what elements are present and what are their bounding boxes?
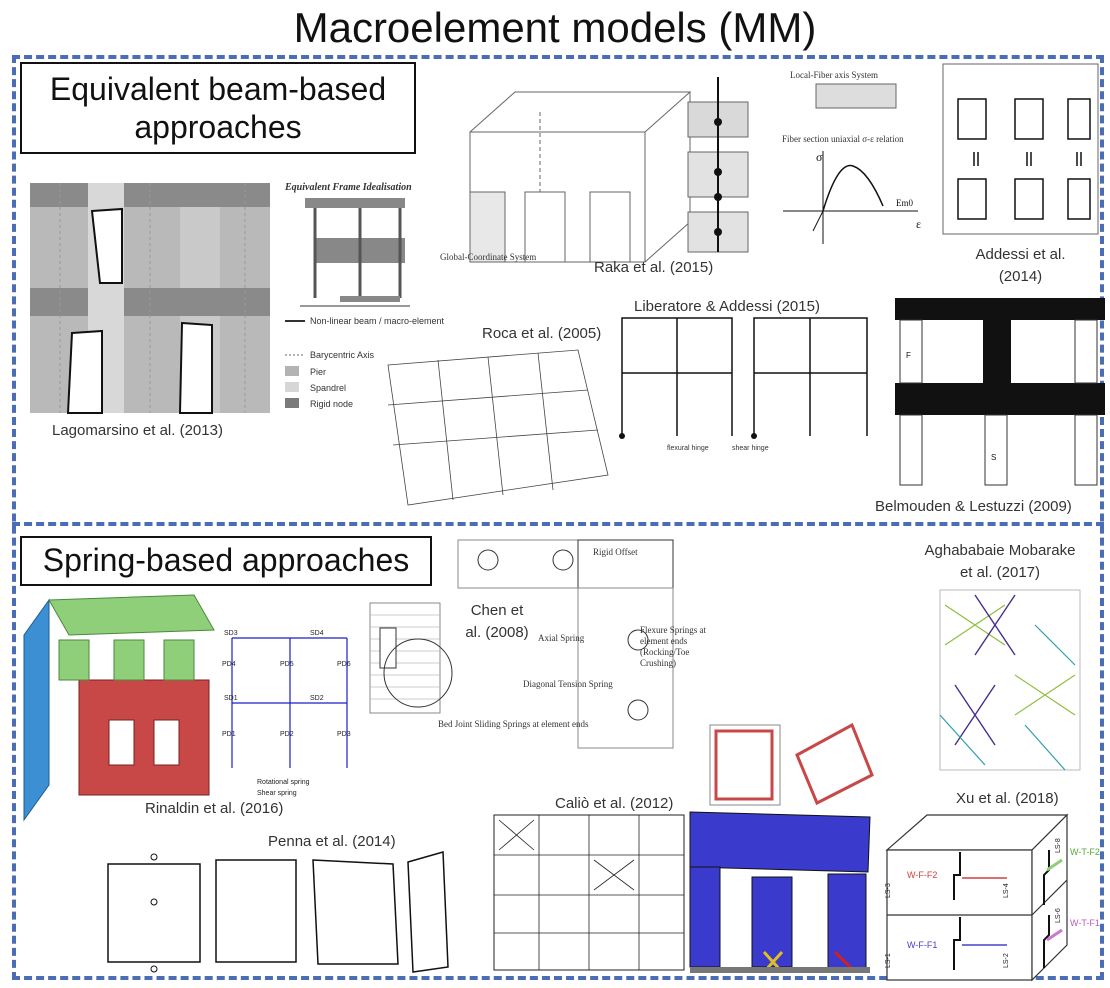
caption-chen-line1: Chen et: [470, 602, 524, 619]
liberatore-frames-figure: flexural hinge shear hinge: [619, 317, 868, 452]
sd1-label: SD1: [224, 695, 238, 702]
belmouden-frame-figure: F S: [895, 298, 1105, 486]
wtf2-label: W-T-F2: [1070, 847, 1100, 857]
roca-wireframe-figure: [387, 349, 609, 506]
caption-chen: Chen et al. (2008): [452, 600, 542, 644]
pd6-label: PD6: [337, 661, 351, 668]
rinaldin-3d-figure: [23, 594, 215, 822]
raka-fiber-column-figure: [687, 77, 749, 253]
dashed-section-divider: [12, 522, 1104, 526]
penna-panels-figure: [107, 851, 449, 973]
wff1-label: W-F-F1: [907, 940, 937, 950]
section-label-beam: Equivalent beam-based approaches: [20, 62, 416, 154]
em0-label: Em0: [896, 198, 913, 208]
pd1-label: PD1: [222, 731, 236, 738]
caption-chen-line2: al. (2008): [465, 624, 529, 641]
rigid-offset-label: Rigid Offset: [593, 547, 638, 557]
caption-raka: Raka et al. (2015): [594, 259, 714, 276]
lagomarsino-wall-figure: [30, 183, 270, 414]
caption-liberatore: Liberatore & Addessi (2015): [634, 298, 820, 315]
caption-roca: Roca et al. (2005): [482, 325, 602, 342]
wtf1-label: W-T-F1: [1070, 918, 1100, 928]
local-fiber-label: Local-Fiber axis System: [790, 70, 878, 80]
pd4-label: PD4: [222, 661, 236, 668]
sigma-label: σ: [816, 150, 823, 164]
flexure-springs-label: Flexure Springs at element ends (Rocking…: [640, 625, 706, 668]
chen-spring-figure: Rigid Offset Axial Spring Diagonal Tensi…: [438, 539, 674, 749]
dashed-outer-frame: [12, 55, 1104, 980]
section-label-beam-line1: Equivalent beam-based: [49, 71, 387, 107]
legend-spandrel: Spandrel: [310, 383, 346, 393]
aghababaie-truss-figure: [939, 589, 1081, 771]
epsilon-label: ε: [916, 217, 921, 231]
raka-wireframe-figure: Global-Coordinate System: [440, 91, 692, 263]
calio-panel-detail-figure: [709, 722, 874, 806]
caption-aghababaie: Aghababaie Mobarake et al. (2017): [905, 540, 1095, 584]
addessi-figure: [942, 63, 1099, 235]
sd3-label: SD3: [224, 630, 238, 637]
legend-pier: Pier: [310, 367, 326, 377]
ls1-label: LS-1: [885, 953, 892, 968]
legend-nonlinear: Non-linear beam / macro-element: [310, 316, 445, 326]
caption-penna: Penna et al. (2014): [268, 833, 396, 850]
sd2-label: SD2: [310, 695, 324, 702]
legend-rigid: Rigid node: [310, 399, 353, 409]
caption-calio: Caliò et al. (2012): [555, 795, 674, 812]
ls4-label: LS-4: [1003, 883, 1010, 898]
diagonal-tension-label: Diagonal Tension Spring: [523, 679, 613, 689]
pd5-label: PD5: [280, 661, 294, 668]
ls2-label: LS-2: [1003, 953, 1010, 968]
caption-addessi-line1: Addessi et al.: [975, 246, 1066, 263]
section-label-beam-line2: approaches: [134, 109, 302, 145]
caption-lagomarsino: Lagomarsino et al. (2013): [52, 422, 223, 439]
flexural-hinge-label: flexural hinge: [667, 445, 709, 452]
brick-pier-detail-figure: [369, 602, 453, 714]
legend-barycentric: Barycentric Axis: [310, 350, 375, 360]
pd3-label: PD3: [337, 731, 351, 738]
equivalent-frame-figure: Equivalent Frame Idealisation Non-linear…: [284, 182, 445, 409]
f-label: F: [906, 351, 911, 360]
ls8-label: LS-8: [1055, 838, 1062, 853]
rotational-spring-label: Rotational spring: [257, 779, 310, 786]
caption-belmouden: Belmouden & Lestuzzi (2009): [875, 498, 1072, 515]
ls3-label: LS-3: [885, 883, 892, 898]
calio-deformed-figure: [689, 811, 871, 974]
s-label: S: [991, 453, 996, 462]
calio-wall-grid-figure: [493, 814, 685, 971]
caption-aghababaie-line2: et al. (2017): [959, 564, 1041, 581]
shear-hinge-label: shear hinge: [732, 445, 769, 452]
xu-box-figure: W-F-F2 W-F-F1 W-T-F2 W-T-F1 LS-3 LS-4 LS…: [885, 813, 1100, 982]
wff2-label: W-F-F2: [907, 870, 937, 880]
caption-rinaldin: Rinaldin et al. (2016): [145, 800, 284, 817]
page-title: Macroelement models (MM): [293, 4, 817, 51]
caption-addessi-line2: (2014): [998, 268, 1043, 285]
equiv-frame-title: Equivalent Frame Idealisation: [284, 182, 412, 193]
rinaldin-frame-figure: SD3 SD4 SD1 SD2 PD4 PD5 PD6 PD1 PD2 PD3 …: [222, 630, 351, 797]
pd2-label: PD2: [280, 731, 294, 738]
fiber-relation-figure: Local-Fiber axis System Fiber section un…: [782, 70, 921, 244]
shear-spring-label: Shear spring: [257, 790, 297, 797]
bed-joint-label: Bed Joint Sliding Springs at element end…: [438, 719, 589, 729]
caption-xu: Xu et al. (2018): [956, 790, 1059, 807]
fiber-relation-label: Fiber section uniaxial σ-ε relation: [782, 134, 904, 144]
sd4-label: SD4: [310, 630, 324, 637]
global-coord-label: Global-Coordinate System: [440, 252, 536, 262]
section-label-spring: Spring-based approaches: [20, 536, 432, 586]
caption-aghababaie-line1: Aghababaie Mobarake: [924, 542, 1076, 559]
axial-spring-label: Axial Spring: [538, 633, 585, 643]
ls6-label: LS-6: [1055, 908, 1062, 923]
caption-addessi: Addessi et al. (2014): [943, 244, 1098, 288]
